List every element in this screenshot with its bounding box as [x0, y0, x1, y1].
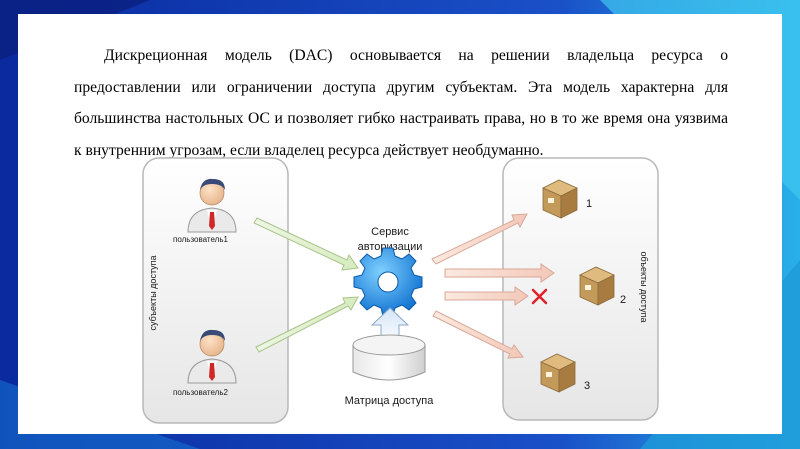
arrow-service-to-object2: [444, 263, 555, 283]
subjects-group-label: субъекты доступа: [148, 255, 158, 330]
arrow-service-to-object1: [431, 213, 528, 265]
user2-label: пользователь2: [173, 388, 228, 397]
arrow-user1-to-service: [253, 217, 359, 271]
tie-icon: [209, 212, 215, 230]
objects-group-label: объекты доступа: [639, 252, 649, 323]
deny-cross-icon: [531, 288, 548, 305]
arrow-user2-to-service: [255, 296, 359, 353]
description-paragraph: Дискреционная модель (DAC) основывается …: [74, 47, 728, 159]
object1-label: 1: [586, 198, 592, 210]
matrix-label: Матрица доступа: [345, 395, 435, 407]
user1-label: пользователь1: [173, 235, 228, 244]
object2-box-icon: [579, 266, 615, 306]
user1-figure: [187, 178, 237, 233]
user2-figure: [187, 329, 237, 384]
service-label-line1: Сервис: [371, 226, 409, 238]
object3-label: 3: [584, 380, 590, 392]
arrow-service-to-object3: [432, 310, 524, 359]
access-matrix-database-icon: [352, 334, 426, 381]
object1-box-icon: [542, 179, 578, 219]
object3-box-icon: [540, 353, 576, 393]
service-label-line2: авторизации: [358, 241, 423, 253]
tie-icon: [209, 363, 215, 381]
subjects-group: субъекты доступа: [142, 157, 289, 424]
object2-label: 2: [620, 294, 626, 306]
arrow-service-to-object2-denied: [444, 286, 529, 306]
authorization-gear-icon: [353, 247, 423, 317]
